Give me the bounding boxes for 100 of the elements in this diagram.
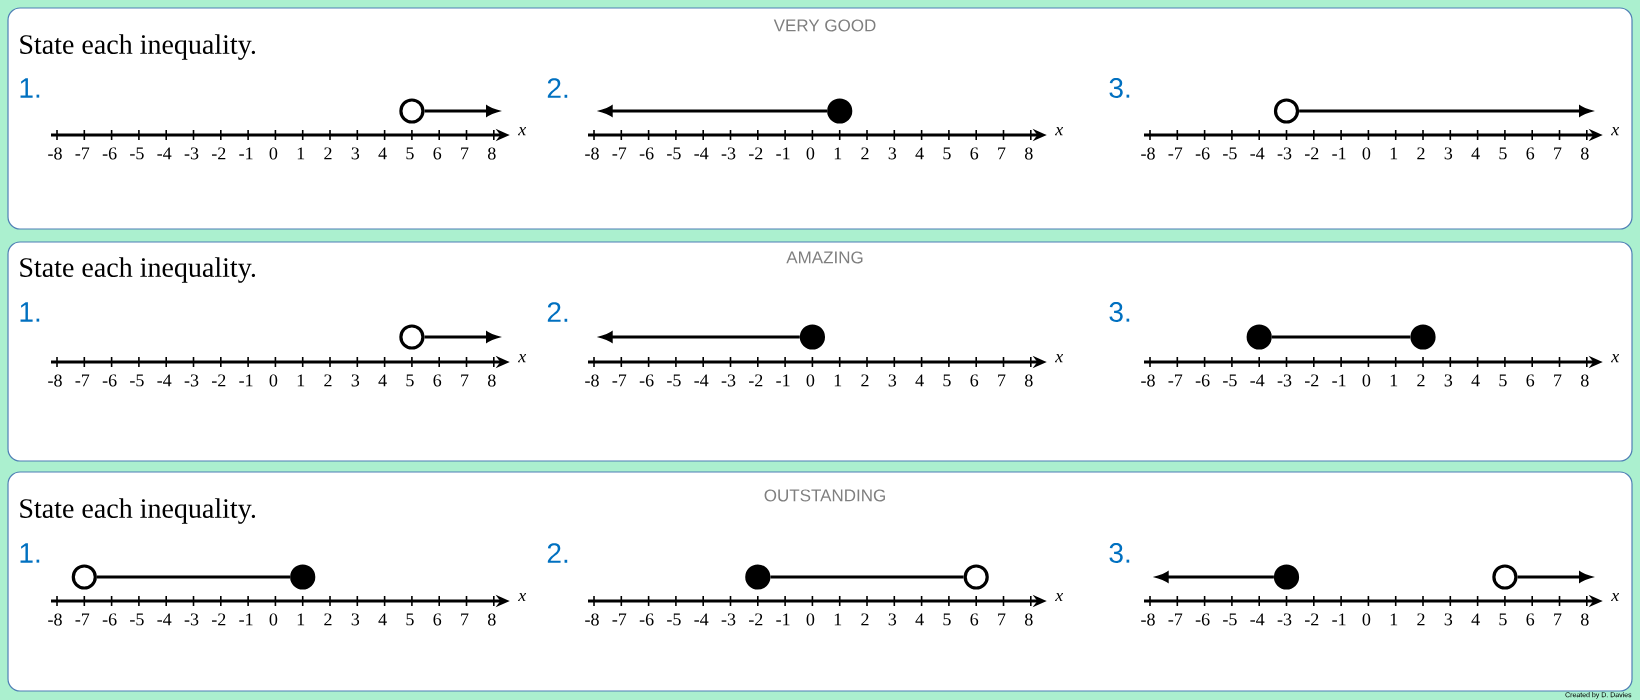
- tick-label: 2: [861, 613, 869, 626]
- arrow: [600, 105, 828, 117]
- tick-label: 0: [806, 374, 815, 387]
- tick-label: 1: [834, 374, 842, 387]
- tick-label: -7: [1168, 374, 1183, 387]
- tick-label: -7: [1168, 613, 1183, 626]
- tick-label: 3: [888, 613, 897, 626]
- tick-label: 7: [1554, 613, 1562, 626]
- tick-label: -4: [1250, 147, 1265, 160]
- line-segment: [1271, 335, 1411, 339]
- tick-label: 2: [1417, 147, 1425, 160]
- tick-label: -8: [585, 374, 599, 387]
- tick-label: 2: [861, 147, 869, 160]
- tick-label: 6: [433, 147, 442, 160]
- tick-label: -5: [130, 613, 144, 626]
- tick-label: 8: [1581, 147, 1589, 160]
- tick-label: 8: [1581, 613, 1589, 626]
- tick-label: 7: [998, 374, 1006, 387]
- tick-label: 0: [806, 147, 815, 160]
- tick-label: -7: [612, 613, 627, 626]
- tick-label: -2: [211, 613, 226, 626]
- tick-label: -1: [776, 613, 790, 626]
- open-circle: [963, 564, 989, 590]
- tick-label: -2: [1304, 613, 1319, 626]
- tick-label: 7: [998, 613, 1006, 626]
- tick-label: 5: [406, 613, 414, 626]
- instruction-text: State each inequality.: [20, 498, 256, 524]
- tick-label: 1: [1390, 613, 1398, 626]
- tick-label: 6: [1526, 147, 1535, 160]
- tick-label: 8: [1025, 147, 1033, 160]
- tick-label: -2: [211, 374, 226, 387]
- tick-label: -7: [612, 147, 627, 160]
- tick-label: 8: [488, 374, 496, 387]
- tick-label: -8: [1141, 147, 1155, 160]
- tick-label: 3: [1444, 147, 1453, 160]
- closed-circle: [745, 564, 771, 590]
- problem-number: 3.: [1109, 302, 1130, 322]
- tick-label: -6: [1195, 613, 1210, 626]
- tick-label: 8: [1581, 374, 1589, 387]
- tick-label: -4: [694, 613, 709, 626]
- tick-label: 5: [1499, 374, 1507, 387]
- tick-label: -1: [1332, 613, 1346, 626]
- closed-circle: [799, 324, 825, 350]
- tick-label: 2: [324, 613, 332, 626]
- tick-label: 7: [1554, 147, 1562, 160]
- tick-label: -5: [667, 147, 681, 160]
- tick-label: -2: [748, 147, 763, 160]
- closed-circle: [1246, 324, 1272, 350]
- tick-label: -3: [721, 613, 736, 626]
- tick-label: -5: [667, 613, 681, 626]
- open-circle: [1273, 98, 1300, 124]
- tick-label: 0: [1362, 374, 1371, 387]
- rating-heading: AMAZING: [786, 251, 863, 264]
- tick-label: 2: [324, 147, 332, 160]
- tick-label: 5: [1499, 613, 1507, 626]
- tick-label: 6: [970, 147, 979, 160]
- tick-label: 0: [1362, 613, 1371, 626]
- instruction-text: State each inequality.: [20, 257, 256, 283]
- closed-circle: [1410, 324, 1436, 350]
- tick-label: -3: [721, 374, 736, 387]
- axis-label: x: [518, 353, 527, 363]
- tick-label: 1: [1390, 374, 1398, 387]
- axis-label: x: [1055, 592, 1064, 602]
- tick-label: -2: [211, 147, 226, 160]
- tick-label: -7: [612, 374, 627, 387]
- line-segment: [770, 575, 964, 579]
- tick-label: 5: [943, 613, 951, 626]
- open-circle: [71, 564, 97, 590]
- tick-label: 7: [461, 613, 469, 626]
- line-segment: [96, 575, 291, 579]
- tick-label: -8: [1141, 613, 1155, 626]
- tick-label: -3: [184, 374, 199, 387]
- tick-label: -2: [1304, 147, 1319, 160]
- problem-number: 1.: [20, 302, 40, 322]
- tick-label: -6: [102, 374, 117, 387]
- tick-label: -4: [157, 147, 172, 160]
- tick-label: -5: [1223, 374, 1237, 387]
- tick-label: 2: [1417, 613, 1425, 626]
- closed-circle: [1273, 564, 1300, 590]
- tick-label: -6: [1195, 147, 1210, 160]
- tick-label: 7: [998, 147, 1006, 160]
- tick-label: 4: [1471, 613, 1480, 626]
- closed-circle: [827, 98, 853, 124]
- tick-label: -3: [184, 613, 199, 626]
- tick-label: -4: [694, 374, 709, 387]
- tick-label: -8: [48, 613, 62, 626]
- tick-label: -1: [239, 147, 253, 160]
- tick-label: 4: [378, 374, 387, 387]
- rating-heading: OUTSTANDING: [764, 489, 885, 502]
- tick-label: 5: [406, 374, 414, 387]
- tick-label: 7: [1554, 374, 1562, 387]
- tick-label: -6: [102, 613, 117, 626]
- tick-label: -5: [130, 147, 144, 160]
- tick-label: 2: [861, 374, 869, 387]
- tick-label: -1: [239, 374, 253, 387]
- tick-label: -6: [1195, 374, 1210, 387]
- tick-label: 8: [1025, 613, 1033, 626]
- tick-label: -5: [1223, 613, 1237, 626]
- axis-label: x: [1611, 353, 1620, 363]
- closed-circle: [290, 564, 316, 590]
